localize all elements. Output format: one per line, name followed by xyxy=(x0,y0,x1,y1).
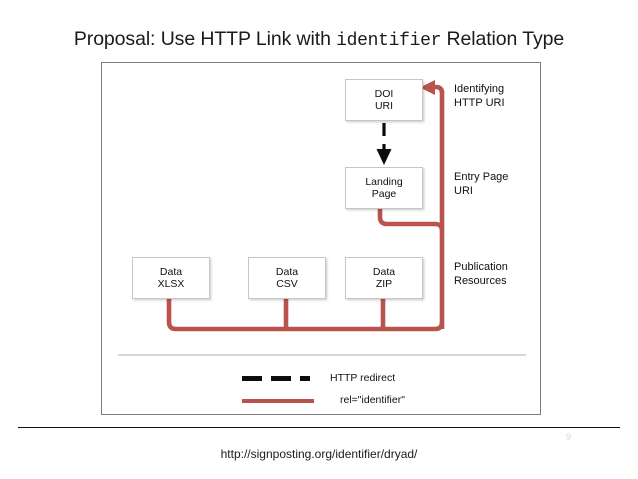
identifier-link-arrowhead xyxy=(420,80,435,95)
node-data-csv[interactable]: Data CSV xyxy=(248,257,326,299)
legend: HTTP redirect rel="identifier" xyxy=(242,369,502,413)
node-doi-uri-line2: URI xyxy=(374,100,394,112)
identifier-link-to-doi-elbow xyxy=(432,84,445,94)
page-title-suffix: Relation Type xyxy=(441,28,565,50)
legend-label-http-redirect: HTTP redirect xyxy=(330,372,396,384)
side-label-publication-resources-line1: Publication xyxy=(454,261,508,273)
side-label-identifying-http-uri-line2: HTTP URI xyxy=(454,96,505,109)
diagram-frame: DOI URI Landing Page Data XLSX Data CSV … xyxy=(101,62,541,415)
legend-swatch-dashed-line-icon xyxy=(242,376,314,381)
page-title-prefix: Proposal: Use HTTP Link with xyxy=(73,28,337,50)
node-data-csv-line1: Data xyxy=(275,265,299,278)
side-label-identifying-http-uri-line1: Identifying xyxy=(454,83,505,95)
side-label-publication-resources: Publication Resources xyxy=(454,261,508,288)
side-label-entry-page-uri-line1: Entry Page xyxy=(454,171,509,183)
node-data-xlsx-line1: Data xyxy=(159,265,183,278)
identifier-link-xlsx-drop xyxy=(166,299,217,332)
diagram-connectors-layer xyxy=(166,80,445,332)
legend-row-rel-identifier: rel="identifier" xyxy=(242,391,502,413)
node-data-zip-line2: ZIP xyxy=(375,278,393,290)
identifier-link-bus-right-elbow xyxy=(217,321,445,332)
redirect-arrowhead xyxy=(376,149,392,165)
legend-label-rel-identifier: rel="identifier" xyxy=(340,394,405,406)
footer-source-url: http://signposting.org/identifier/dryad/ xyxy=(220,447,418,461)
node-data-xlsx[interactable]: Data XLSX xyxy=(132,257,210,299)
node-landing-page-line1: Landing xyxy=(365,175,403,188)
node-data-xlsx-line2: XLSX xyxy=(157,278,185,290)
node-data-zip-line1: Data xyxy=(372,265,396,278)
page-title-relation-keyword: identifier xyxy=(336,31,442,51)
side-label-entry-page-uri-line2: URI xyxy=(454,184,473,197)
node-landing-page-line2: Page xyxy=(371,188,397,200)
node-doi-uri[interactable]: DOI URI xyxy=(345,79,423,121)
legend-swatch-solid-line-icon xyxy=(242,399,314,403)
side-label-entry-page-uri: Entry Page URI xyxy=(454,171,508,198)
legend-divider xyxy=(118,354,526,356)
side-label-publication-resources-line2: Resources xyxy=(454,274,507,287)
page-title: Proposal: Use HTTP Link with identifier … xyxy=(0,28,638,51)
identifier-link-landing-to-trunk xyxy=(377,209,445,232)
http-redirect-arrow-doi-to-landing xyxy=(376,123,392,165)
node-data-zip[interactable]: Data ZIP xyxy=(345,257,423,299)
page-number: 9 xyxy=(566,432,572,442)
footer-divider xyxy=(18,427,620,428)
node-doi-uri-line1: DOI xyxy=(374,87,394,100)
node-landing-page[interactable]: Landing Page xyxy=(345,167,423,209)
legend-row-http-redirect: HTTP redirect xyxy=(242,369,502,391)
node-data-csv-line2: CSV xyxy=(276,278,298,290)
side-label-identifying-http-uri: Identifying HTTP URI xyxy=(454,83,505,110)
